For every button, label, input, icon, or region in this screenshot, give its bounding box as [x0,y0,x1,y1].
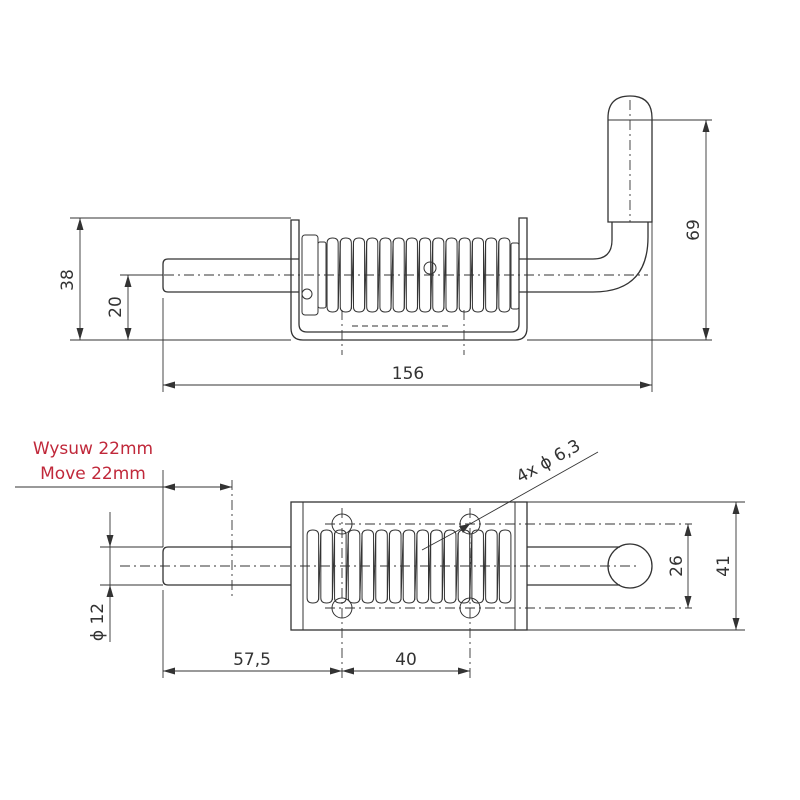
spring-coil [430,529,443,604]
spring-coil [443,529,457,604]
spring-coil [375,529,388,604]
spring-coil [402,529,416,604]
dim-offset-57-5: 57,5 [233,650,271,670]
side-bracket [290,217,528,341]
dim-handle-height-69: 69 [684,219,704,241]
side-grip [607,95,653,223]
spring-coil [485,529,498,604]
spring-coil [498,237,511,313]
spring-coil [498,529,512,604]
dim-hole-spacing-40: 40 [395,650,417,670]
dim-pin-height-20: 20 [106,296,126,318]
dim-pin-diameter: ϕ 12 [88,603,108,641]
spring-coil [471,529,484,604]
spring-coil [416,529,430,604]
dim-height-38: 38 [58,269,78,291]
spring-coil [347,529,361,604]
spring-coil [388,529,402,604]
dim-total-length-156: 156 [392,364,424,384]
side-retainer [510,242,520,310]
side-pin [162,258,299,293]
travel-note: Wysuw 22mm Move 22mm [8,437,178,487]
travel-note-english: Move 22mm [40,464,146,484]
plan-view: 4x ϕ 6,3 ϕ 12 57,5 40 26 41 [15,436,745,680]
spring-coil [457,529,471,604]
side-view: 38 20 156 69 [58,95,712,392]
side-handle [519,222,649,293]
dim-width-41: 41 [714,555,734,577]
spring-coil [361,529,375,604]
spring-coil [334,529,347,604]
plan-spring [306,529,512,604]
dim-hole-distance-26: 26 [667,555,687,577]
spring-coil [306,529,320,604]
travel-note-polish: Wysuw 22mm [32,439,154,459]
spring-coil [320,529,333,604]
spring-coil [471,237,485,313]
